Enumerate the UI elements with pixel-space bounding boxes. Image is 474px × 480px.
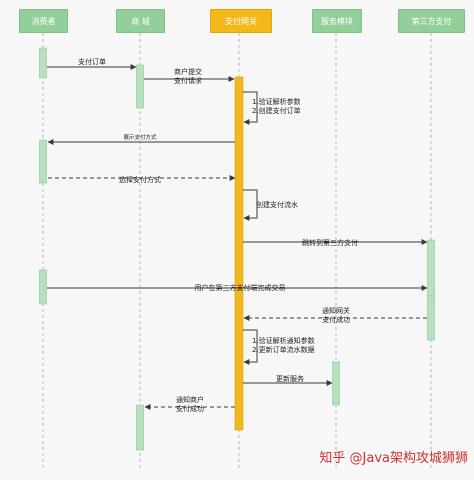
- message-label-0: 支付订单: [78, 57, 106, 66]
- message-label-10: 更新服务: [276, 374, 304, 383]
- participant-mall-label: 商 城: [131, 16, 150, 26]
- participant-gateway: 支付网关: [210, 9, 272, 33]
- participant-service: 服务模块: [312, 9, 362, 33]
- participant-gateway-label: 支付网关: [225, 16, 257, 26]
- watermark-text: 知乎 @Java架构攻城狮狮: [319, 451, 468, 466]
- message-label-1: 商户提交支付请求: [174, 67, 202, 85]
- message-label-6: 跳转到第三方支付: [302, 238, 358, 247]
- participant-consumer-label: 消费者: [31, 16, 56, 26]
- activation-mall-1: [136, 64, 144, 109]
- activation-thirdparty-6: [427, 295, 435, 341]
- participant-thirdparty-label: 第三方支付: [411, 16, 452, 26]
- participant-mall: 商 城: [116, 9, 165, 33]
- participant-thirdparty: 第三方支付: [398, 9, 465, 33]
- message-label-5: 创建支付流水: [256, 200, 298, 209]
- message-label-8: 通知网关支付成功: [322, 306, 350, 324]
- participant-consumer: 消费者: [19, 9, 68, 33]
- activation-thirdparty-4: [427, 239, 435, 297]
- activation-service-7: [332, 361, 340, 406]
- message-label-3: 展示支付方式: [123, 133, 157, 141]
- message-label-7: 用户在第三方支付端完成交易: [195, 283, 286, 292]
- message-arrow-5: [243, 189, 258, 221]
- message-label-11: 通知商户支付成功: [176, 395, 204, 413]
- message-arrow-2: [243, 91, 258, 125]
- message-arrow-9: [243, 329, 258, 365]
- message-label-4: 选择支付方式: [119, 175, 161, 184]
- activation-consumer-3: [39, 139, 47, 184]
- activation-consumer-5: [39, 269, 47, 305]
- activation-gateway-2: [234, 76, 244, 431]
- activation-consumer-0: [39, 47, 47, 79]
- participant-service-label: 服务模块: [321, 16, 353, 26]
- activation-mall-8: [136, 404, 144, 451]
